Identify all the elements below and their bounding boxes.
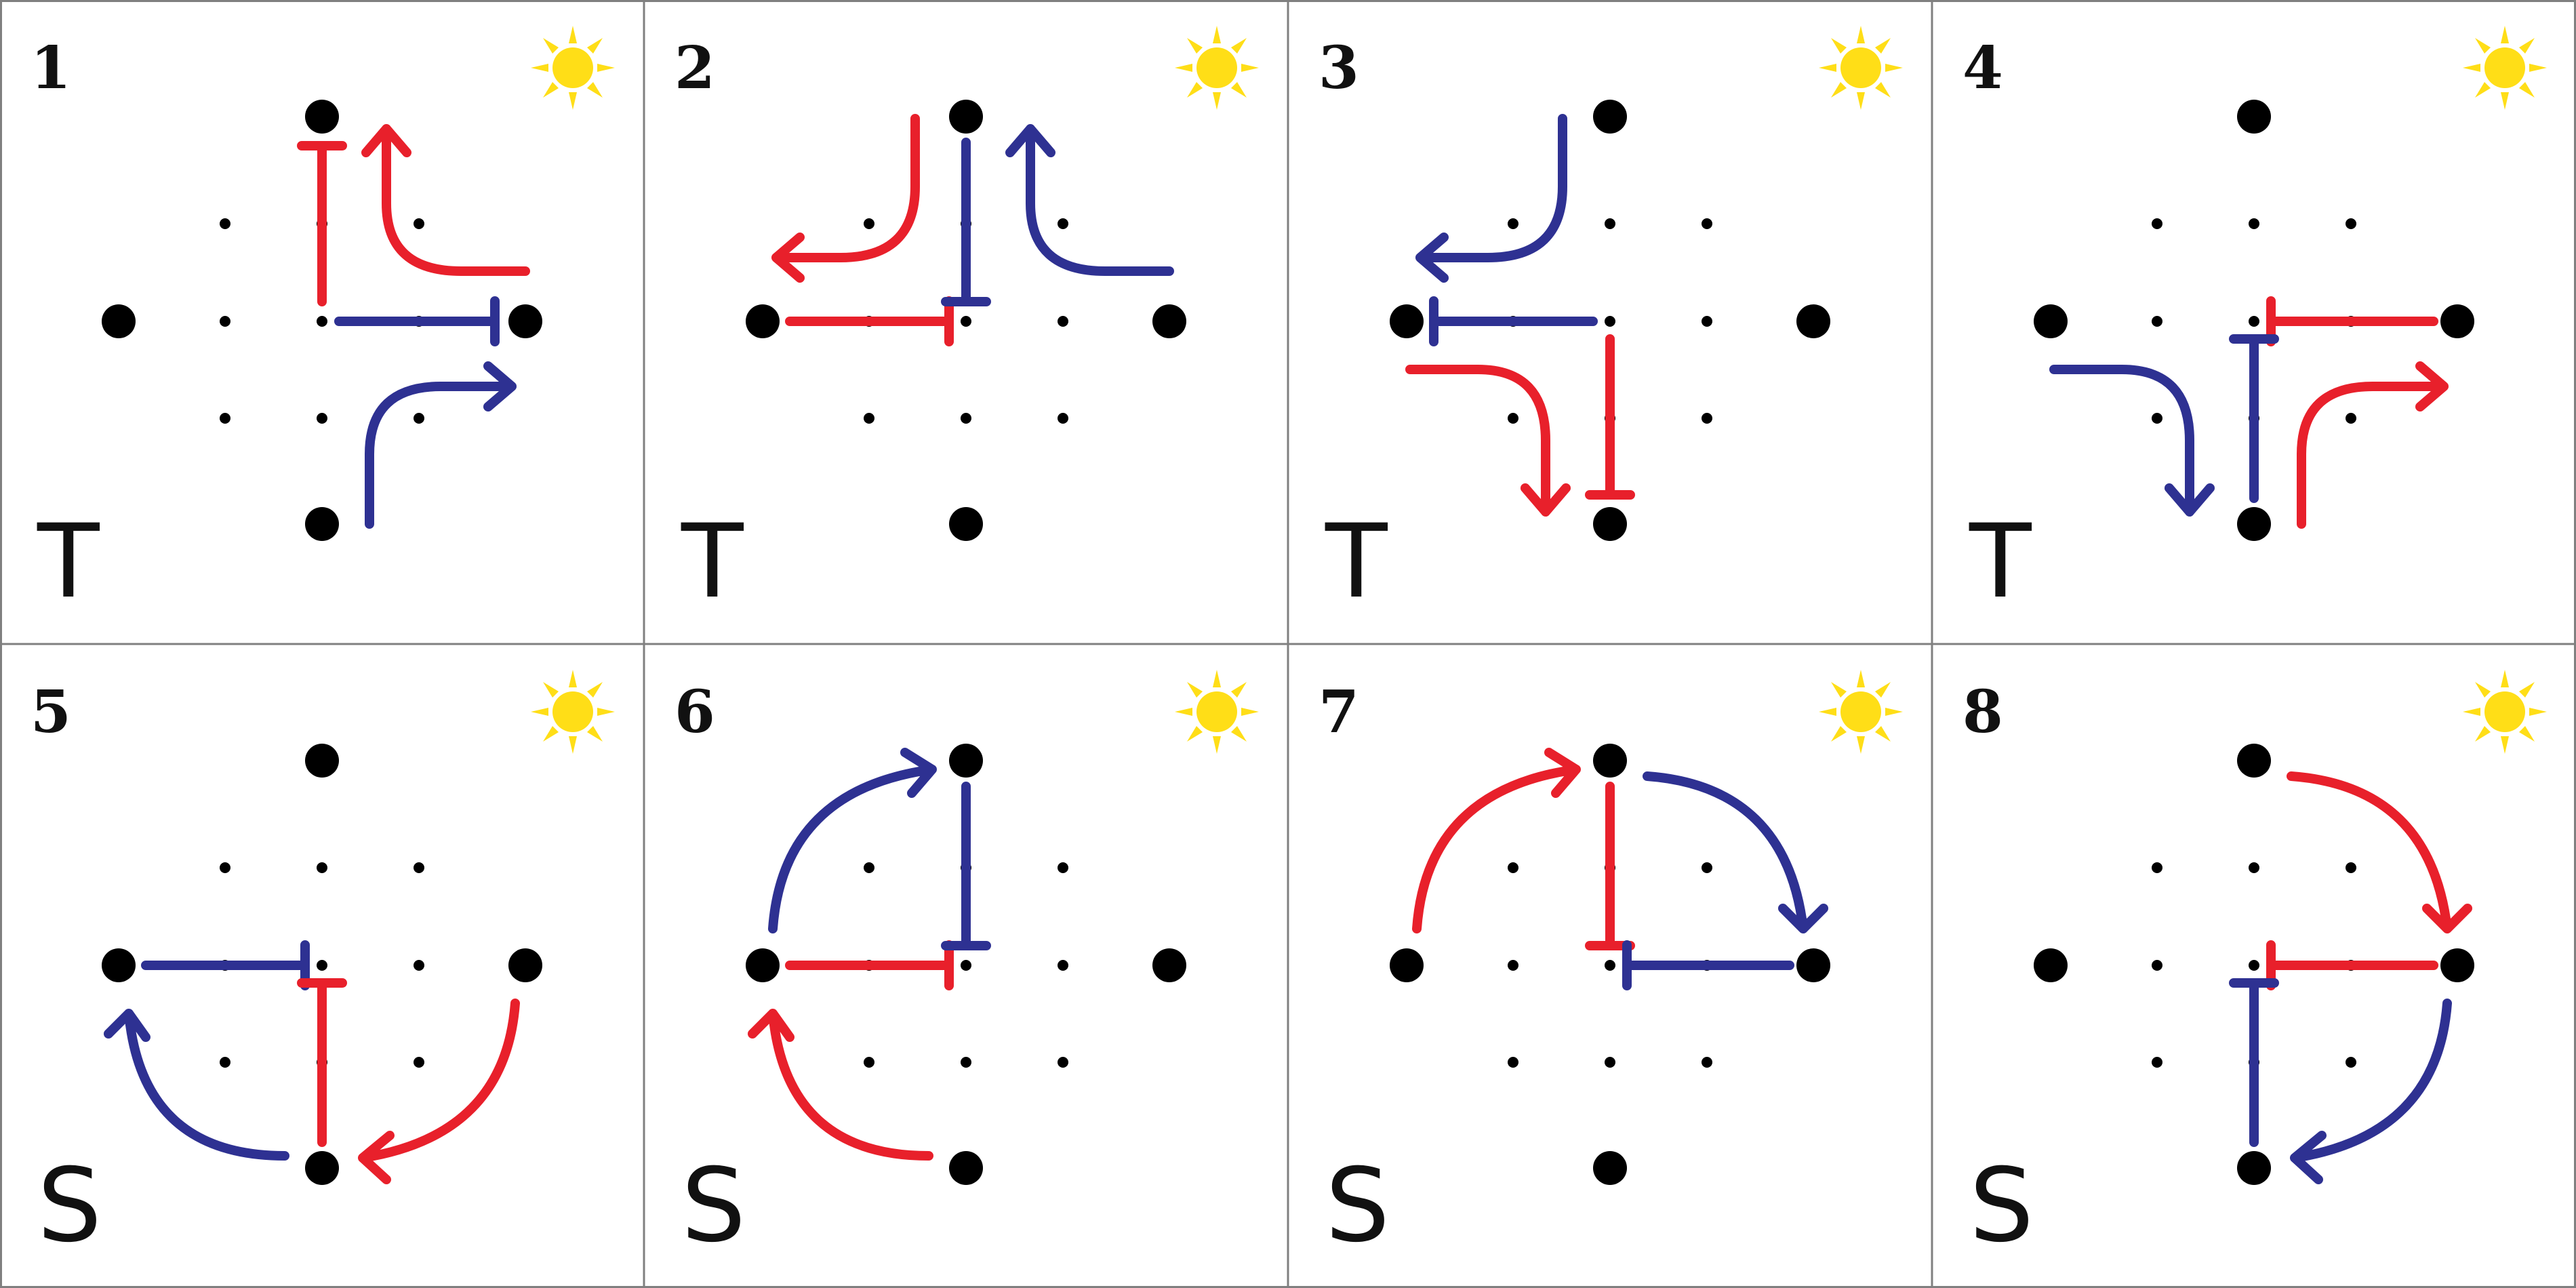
panel-6: 6 S: [675, 670, 1259, 1265]
small-dots: [220, 218, 424, 424]
large-nodes: [102, 744, 542, 1185]
red-blocked-path: [785, 940, 954, 990]
sun-icon: [2463, 26, 2547, 110]
large-nodes: [2034, 744, 2474, 1185]
blue-blocked-path: [2229, 334, 2279, 503]
sun-icon: [2463, 670, 2547, 754]
sun-icon: [531, 26, 615, 110]
red-blocked-path: [785, 296, 954, 346]
blue-curved-arrow: [768, 748, 937, 933]
panel-number: 6: [675, 678, 715, 746]
red-curved-arrow: [748, 1009, 933, 1161]
panel-3: 3 T: [1319, 26, 1903, 621]
red-turn-arrow: [2297, 361, 2449, 529]
mode-label: S: [681, 1147, 746, 1265]
mode-label: T: [681, 503, 744, 621]
large-nodes: [1390, 744, 1830, 1185]
blue-curved-arrow: [1643, 771, 1828, 933]
blue-blocked-path: [1622, 940, 1794, 990]
red-blocked-path: [2266, 940, 2438, 990]
sun-icon: [531, 670, 615, 754]
blue-turn-arrow: [1005, 124, 1174, 276]
blue-curved-arrow: [2290, 999, 2452, 1184]
red-turn-arrow: [1405, 365, 1571, 517]
blue-turn-arrow: [1415, 114, 1567, 283]
panel-number: 3: [1319, 34, 1359, 102]
sun-icon: [1175, 26, 1259, 110]
mode-label: T: [1325, 503, 1388, 621]
red-curved-arrow: [1412, 748, 1581, 933]
red-turn-arrow: [361, 124, 530, 276]
panel-5: 5 S: [31, 670, 615, 1265]
red-blocked-path: [297, 141, 347, 306]
mode-label: T: [1969, 503, 2032, 621]
large-nodes: [746, 744, 1186, 1185]
red-blocked-path: [1585, 334, 1635, 500]
large-nodes: [1390, 100, 1830, 541]
red-turn-arrow: [771, 114, 920, 283]
mode-label: S: [37, 1147, 102, 1265]
panel-number: 5: [31, 678, 71, 746]
blue-blocked-path: [334, 296, 500, 346]
mode-label: S: [1325, 1147, 1390, 1265]
panel-number: 2: [675, 34, 715, 102]
mode-label: T: [37, 503, 100, 621]
panel-7: 7 S: [1319, 670, 1903, 1265]
red-blocked-path: [2266, 296, 2438, 346]
blue-blocked-path: [941, 138, 991, 306]
red-blocked-path: [297, 978, 347, 1147]
large-nodes: [2034, 100, 2474, 541]
blue-curved-arrow: [104, 1009, 289, 1161]
blue-turn-arrow: [365, 361, 517, 529]
large-nodes: [746, 100, 1186, 541]
panel-1: 1 T: [31, 26, 615, 621]
large-nodes: [102, 100, 542, 541]
panel-8: 8 S: [1963, 670, 2547, 1265]
sun-icon: [1175, 670, 1259, 754]
sun-icon: [1819, 670, 1903, 754]
panel-number: 7: [1319, 678, 1359, 746]
panel-number: 1: [31, 34, 71, 102]
red-curved-arrow: [2287, 771, 2472, 933]
mode-label: S: [1969, 1147, 2034, 1265]
blue-blocked-path: [941, 782, 991, 950]
panel-4: 4 T: [1963, 26, 2547, 621]
panel-number: 4: [1963, 34, 2003, 102]
blue-blocked-path: [2229, 978, 2279, 1147]
red-curved-arrow: [358, 999, 520, 1184]
blue-blocked-path: [141, 940, 310, 990]
red-blocked-path: [1585, 782, 1635, 950]
blue-turn-arrow: [2049, 365, 2215, 517]
panel-2: 2 T: [675, 26, 1259, 621]
sun-icon: [1819, 26, 1903, 110]
panel-number: 8: [1963, 678, 2003, 746]
blue-blocked-path: [1429, 296, 1598, 346]
